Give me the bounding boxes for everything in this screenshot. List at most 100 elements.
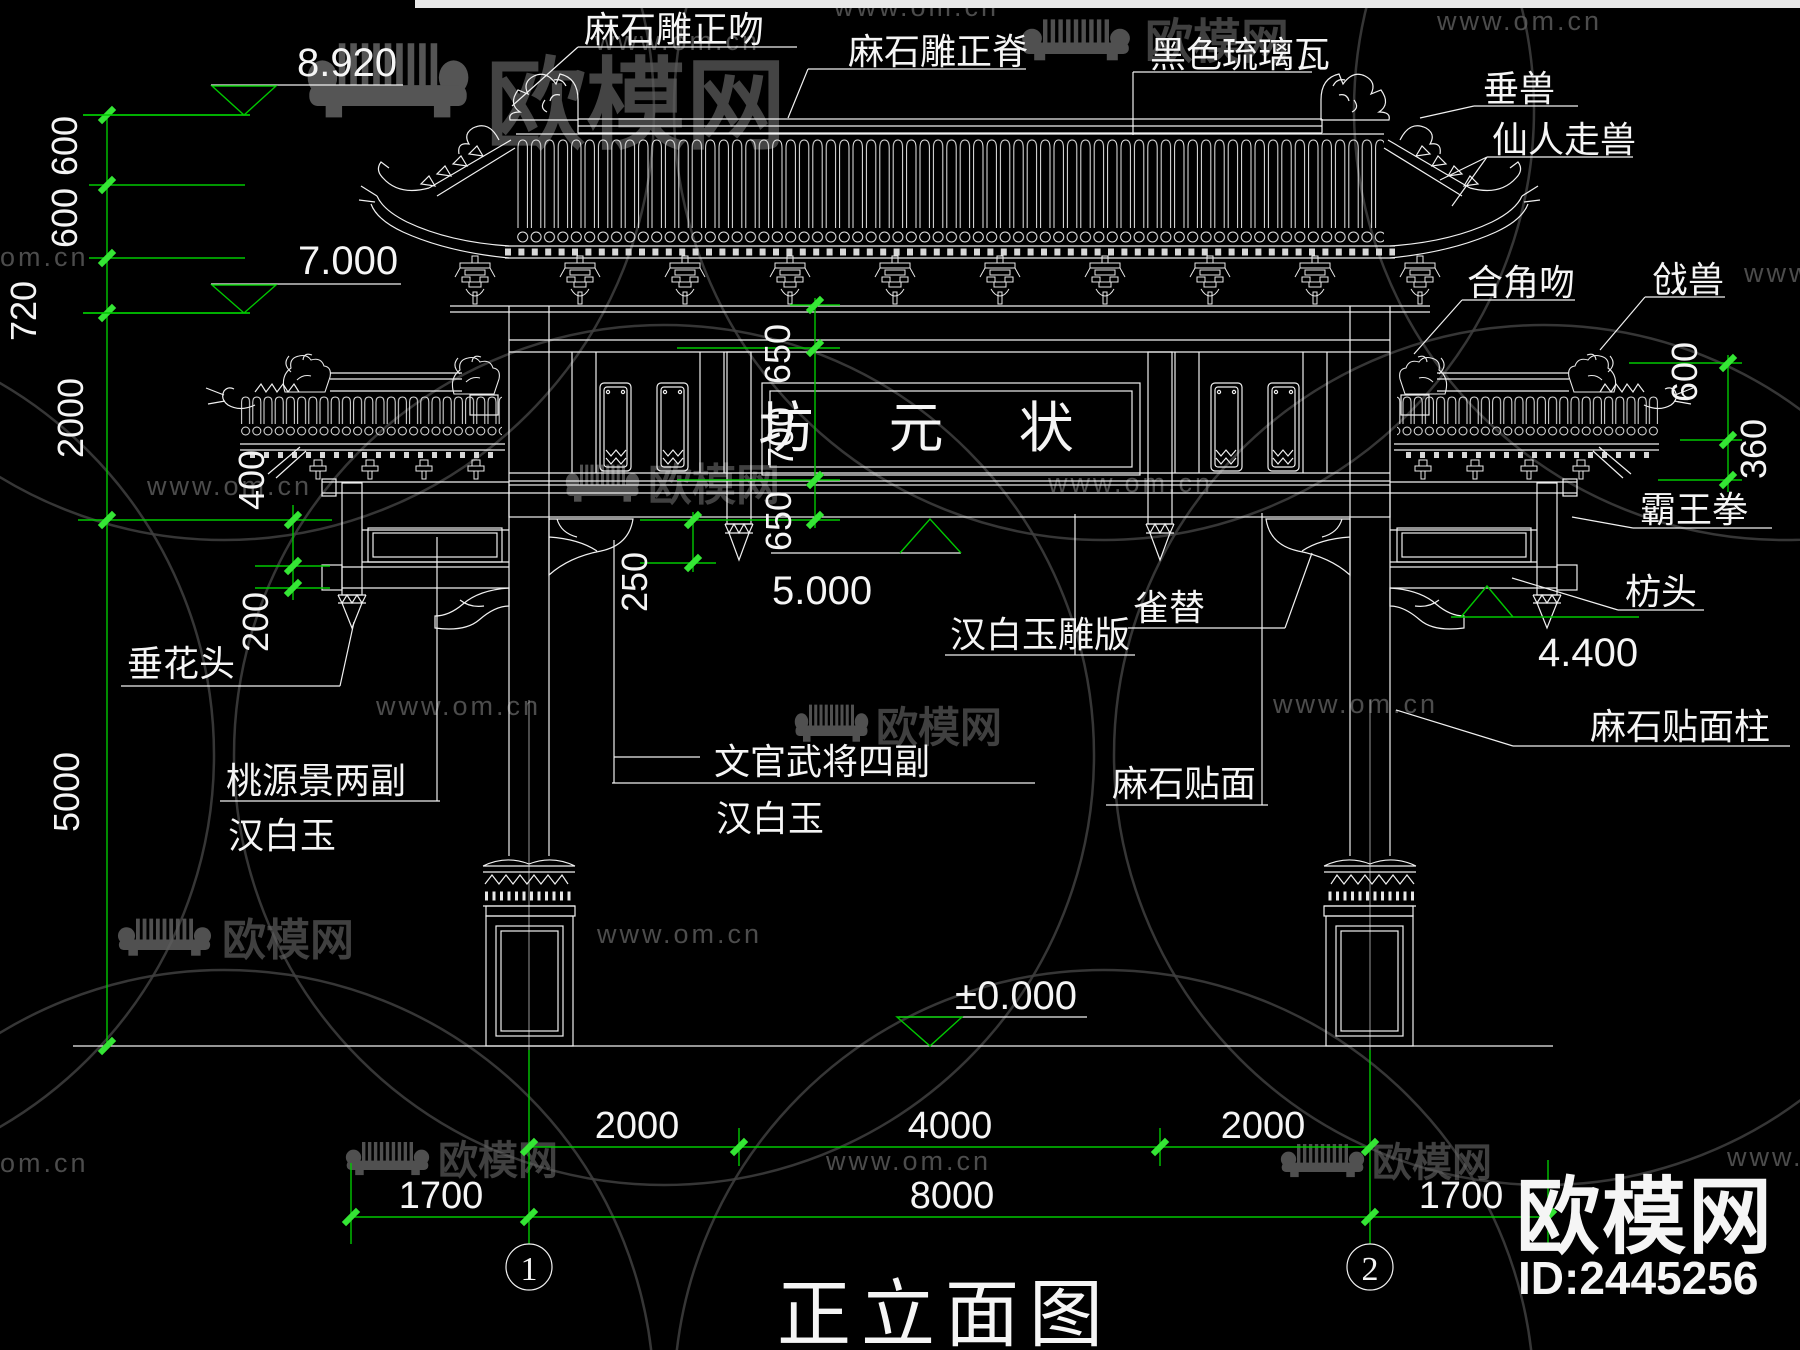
dim-text: 360 xyxy=(1733,419,1774,479)
dimension-layer: 600 600 720 2000 5000 400 200 650 700 65… xyxy=(3,41,1774,1291)
label-hejiao: 合角吻 xyxy=(1413,262,1575,355)
label-text: 麻石贴面柱 xyxy=(1590,706,1770,747)
label-text: 麻石雕正脊 xyxy=(848,31,1028,72)
label-fangtou: 枋头 xyxy=(1511,571,1704,612)
dim-text: 2000 xyxy=(50,378,91,458)
brand-block: 欧模网 ID:2445256 xyxy=(1516,1170,1774,1304)
main-column xyxy=(482,306,576,1062)
watermark-url: www.om.cn xyxy=(594,26,760,56)
watermark-logo-mid-left: 欧模网 xyxy=(118,916,354,965)
label-text: 仙人走兽 xyxy=(1492,119,1636,160)
label-ridge-kiss: 麻石雕正吻 xyxy=(511,9,797,107)
watermark-site-text: 欧模网 xyxy=(1145,16,1289,69)
side-roof xyxy=(205,353,505,480)
dougong-row xyxy=(450,255,1441,313)
gate-left-half xyxy=(205,73,754,1062)
label-chuishou: 垂兽 xyxy=(1419,68,1578,119)
brand-model-id: ID:2445256 xyxy=(1518,1252,1758,1304)
brand-logo-text: 欧模网 xyxy=(1516,1170,1774,1264)
side-corbel xyxy=(434,587,510,630)
watermark-url: www. xyxy=(1743,258,1800,288)
sofa-icon xyxy=(1281,1152,1364,1178)
level-5000: 5.000 xyxy=(771,517,962,613)
label-text: 霸王拳 xyxy=(1640,489,1748,530)
gate-structure: 坊 元 状 xyxy=(73,0,1800,1062)
label-text: 黑色琉璃瓦 xyxy=(1150,34,1330,75)
label-text: 戗兽 xyxy=(1652,259,1724,300)
drawing-title: 正立面图 xyxy=(777,1273,1113,1350)
chiwen-ornament xyxy=(509,73,579,121)
label-granite-facing: 麻石贴面 xyxy=(1106,513,1268,806)
dim-bottom: 2000 4000 2000 1700 8000 1700 xyxy=(341,1050,1558,1244)
label-chuihua: 垂花头 xyxy=(121,621,355,687)
level-text: 8.920 xyxy=(297,41,397,85)
label-ridge: 麻石雕正脊 xyxy=(787,31,1028,119)
label-text: 合角吻 xyxy=(1467,262,1575,303)
dim-text: 5000 xyxy=(46,752,87,832)
label-text: 汉白玉雕版 xyxy=(950,614,1130,655)
label-text: 麻石雕正吻 xyxy=(584,9,764,50)
watermark-url: www.om.cn xyxy=(1272,689,1438,719)
roof-corner xyxy=(358,125,516,259)
drawing-top-border xyxy=(415,0,1800,8)
label-text: 雀替 xyxy=(1133,587,1205,628)
dim-text: 600 xyxy=(44,116,85,176)
watermark-url: www.om.cn xyxy=(1436,6,1602,36)
dim-text: 8000 xyxy=(910,1175,995,1217)
sofa-icon xyxy=(346,1150,429,1176)
label-taoyuan: 桃源景两副 汉白玉 xyxy=(220,537,440,856)
dim-text: 600 xyxy=(44,188,85,248)
axis-number: 1 xyxy=(521,1251,538,1288)
axis-bubbles: 1 2 xyxy=(505,1243,1394,1291)
dim-text: 720 xyxy=(3,281,44,341)
roof-tile-band xyxy=(516,134,1384,246)
dim-chain-left: 600 600 720 2000 5000 xyxy=(3,105,332,1056)
label-text: 垂兽 xyxy=(1483,68,1555,109)
label-layer: 麻石雕正吻 麻石雕正脊 黑色琉璃瓦 垂兽 仙人走兽 合角吻 戗兽 霸王拳 枋头 … xyxy=(121,9,1790,856)
main-roof xyxy=(505,118,1395,259)
label-qiangshou: 戗兽 xyxy=(1599,259,1725,351)
name-plaque: 坊 元 状 xyxy=(758,382,1141,476)
dim-text: 250 xyxy=(614,552,655,612)
watermark-url: www.om.cn xyxy=(146,471,312,501)
dim-chain-center: 650 700 650 xyxy=(640,295,840,551)
label-immortals: 仙人走兽 xyxy=(1439,119,1636,207)
watermark-site-text: 欧模网 xyxy=(1372,1141,1492,1185)
level-markers: 8.920 7.000 5.000 4.400 ±0.000 xyxy=(83,41,1639,1047)
sparrow-brace xyxy=(548,518,634,577)
sofa-icon xyxy=(1022,29,1130,61)
label-text: 垂花头 xyxy=(127,643,235,684)
side-beams xyxy=(321,478,510,630)
watermark-url: om.cn xyxy=(0,1148,89,1178)
label-text: 枋头 xyxy=(1625,571,1697,612)
level-8920: 8.920 xyxy=(83,41,403,116)
label-queti: 雀替 xyxy=(1128,552,1313,629)
level-text: 7.000 xyxy=(298,239,398,283)
axis-number: 2 xyxy=(1362,1251,1379,1288)
frieze-panels xyxy=(571,352,725,473)
dim-250: 250 xyxy=(614,510,716,612)
level-7000: 7.000 xyxy=(83,239,401,314)
sofa-icon xyxy=(118,927,211,956)
plaque-text: 坊 元 状 xyxy=(758,397,1104,459)
dim-text: 2000 xyxy=(595,1105,680,1147)
dim-text: 650 xyxy=(758,491,799,551)
dim-text: 1700 xyxy=(1419,1175,1504,1217)
hanging-post xyxy=(724,351,754,562)
label-marble-panel: 汉白玉雕版 xyxy=(945,514,1135,656)
watermark-logo-top-right: 欧模网 xyxy=(1022,16,1289,69)
dim-text: 650 xyxy=(757,324,798,384)
dim-text: 4000 xyxy=(908,1105,993,1147)
dim-chain-inner-left: 400 200 xyxy=(231,450,330,652)
watermark-url: www.om.cn xyxy=(375,691,541,721)
level-text: ±0.000 xyxy=(955,974,1077,1018)
label-text: 桃源景两副 xyxy=(226,760,406,801)
level-4400: 4.400 xyxy=(1451,584,1639,675)
dim-text: 1700 xyxy=(399,1175,484,1217)
dim-text: 2000 xyxy=(1221,1105,1306,1147)
dim-text: 700 xyxy=(760,407,801,467)
sofa-icon xyxy=(795,713,869,742)
watermark-logo-center-low: 欧模网 xyxy=(795,704,1002,751)
